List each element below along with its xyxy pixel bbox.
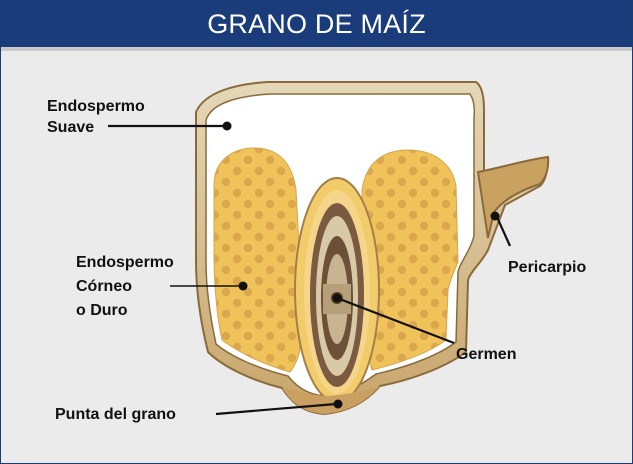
diagram-title: GRANO DE MAÍZ (1, 1, 632, 47)
leader-pericarp (495, 216, 512, 247)
leader-lines (108, 124, 512, 416)
label-germ: Germen (456, 346, 517, 363)
pericarp-flap (476, 155, 550, 239)
germ (294, 177, 380, 403)
label-hard-endosperm: Endospermo Córneo o Duro (76, 254, 174, 319)
title-divider (1, 47, 632, 51)
label-pericarp: Pericarpio (508, 259, 587, 276)
leader-germ (336, 296, 455, 345)
leader-dots (222, 121, 500, 409)
leader-tip (215, 402, 337, 416)
label-tip: Punta del grano (55, 406, 176, 423)
label-soft-endosperm: Endospermo Suave (47, 98, 145, 136)
